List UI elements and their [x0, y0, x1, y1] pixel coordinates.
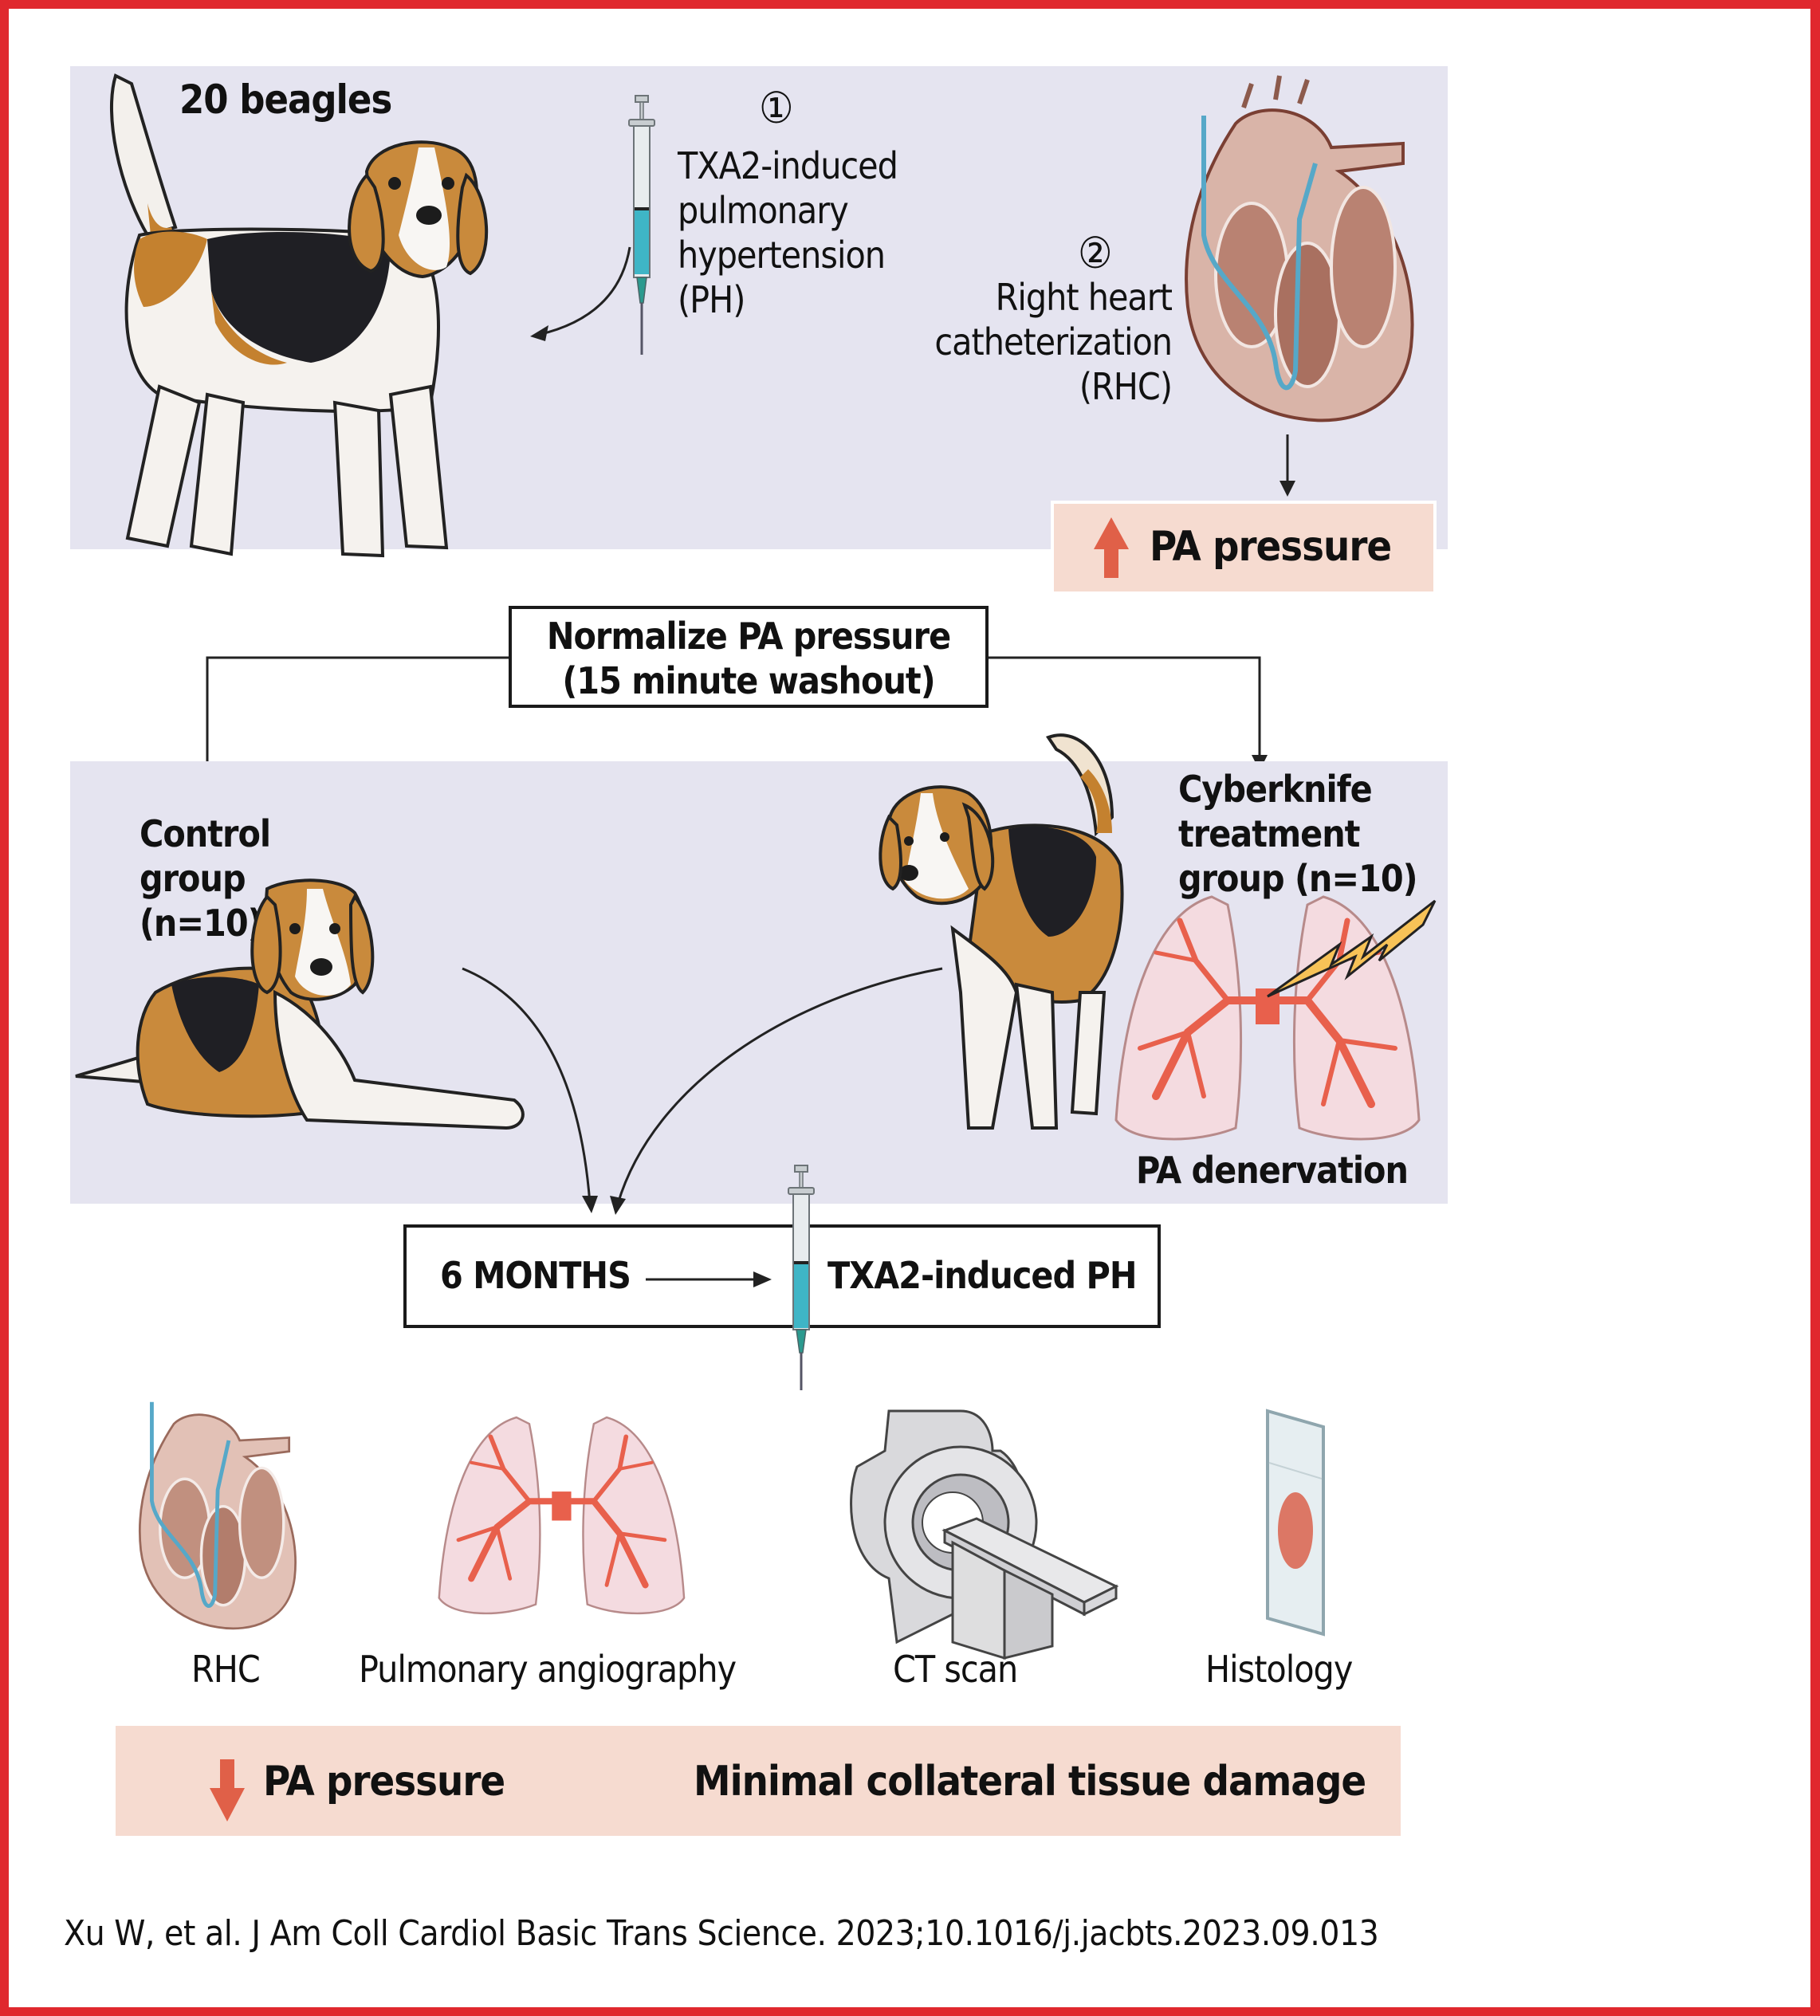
step1-line: (PH)	[678, 278, 745, 321]
control-line: Control	[140, 812, 271, 855]
outcome-damage-label: Minimal collateral tissue damage	[694, 1758, 1366, 1806]
assessment-label-ct: CT scan	[893, 1648, 1018, 1691]
assessment-label-histology: Histology	[1205, 1648, 1353, 1691]
step2-line: catheterization	[934, 320, 1173, 364]
treatment-line: treatment	[1178, 812, 1360, 855]
control-line: group	[140, 857, 246, 900]
step2-line: Right heart	[995, 276, 1173, 319]
followup-box: 6 MONTHS TXA2-induced PH	[403, 1224, 1161, 1328]
assessment-label-angiography: Pulmonary angiography	[359, 1648, 737, 1691]
pa-denervation-label: PA denervation	[1136, 1149, 1409, 1192]
step2-line: (RHC)	[1079, 365, 1173, 408]
lungs-denervation-icon	[1114, 895, 1437, 1141]
treatment-group-label: Cyberknife treatment group (n=10)	[1178, 767, 1418, 901]
step1-line: pulmonary	[678, 189, 849, 232]
step1-line: TXA2-induced	[678, 144, 898, 187]
syringe-icon	[788, 1165, 815, 1390]
treatment-line: group (n=10)	[1178, 857, 1418, 900]
arrow-down-icon	[210, 1759, 245, 1821]
step1-line: hypertension	[678, 234, 886, 277]
citation: Xu W, et al. J Am Coll Cardiol Basic Tra…	[64, 1913, 1379, 1954]
lungs-icon	[438, 1416, 686, 1615]
step2-label: Right heart catheterization (RHC)	[845, 275, 1173, 409]
control-group-label: Control group (n=10)	[140, 812, 271, 945]
outcomes-box: PA pressure Minimal collateral tissue da…	[116, 1726, 1401, 1836]
subjects-label: 20 beagles	[179, 77, 392, 123]
txa2-ph-label: TXA2-induced PH	[827, 1254, 1137, 1297]
step1-number: ①	[759, 83, 794, 133]
pa-pressure-label: PA pressure	[1150, 523, 1392, 571]
ct-scanner-icon	[850, 1409, 1119, 1660]
assessment-label-rhc: RHC	[191, 1648, 261, 1691]
six-months-label: 6 MONTHS	[440, 1254, 631, 1297]
control-line: (n=10)	[140, 902, 263, 945]
microscope-slide-icon	[1266, 1409, 1325, 1637]
lying-beagle-illustration	[75, 878, 525, 1130]
arrow-right-icon	[646, 1271, 772, 1287]
walking-beagle-illustration	[879, 733, 1124, 1130]
syringe-icon	[628, 95, 655, 355]
washout-line: (15 minute washout)	[562, 659, 935, 702]
converging-arrows	[462, 967, 943, 1215]
pa-pressure-increase-box: PA pressure	[1054, 504, 1433, 591]
washout-line: Normalize PA pressure	[546, 615, 951, 658]
step1-label: TXA2-induced pulmonary hypertension (PH)	[678, 143, 898, 322]
heart-catheter-icon	[138, 1401, 297, 1630]
heart-catheter-icon	[1185, 75, 1414, 422]
injection-arrow	[530, 246, 631, 341]
washout-box: Normalize PA pressure (15 minute washout…	[509, 606, 989, 708]
standing-beagle-illustration	[110, 73, 489, 558]
treatment-line: Cyberknife	[1178, 768, 1373, 811]
step2-number: ②	[1078, 228, 1113, 278]
outcome-pressure-label: PA pressure	[263, 1758, 505, 1806]
result-arrow	[1280, 434, 1295, 497]
arrow-up-icon	[1094, 517, 1129, 578]
